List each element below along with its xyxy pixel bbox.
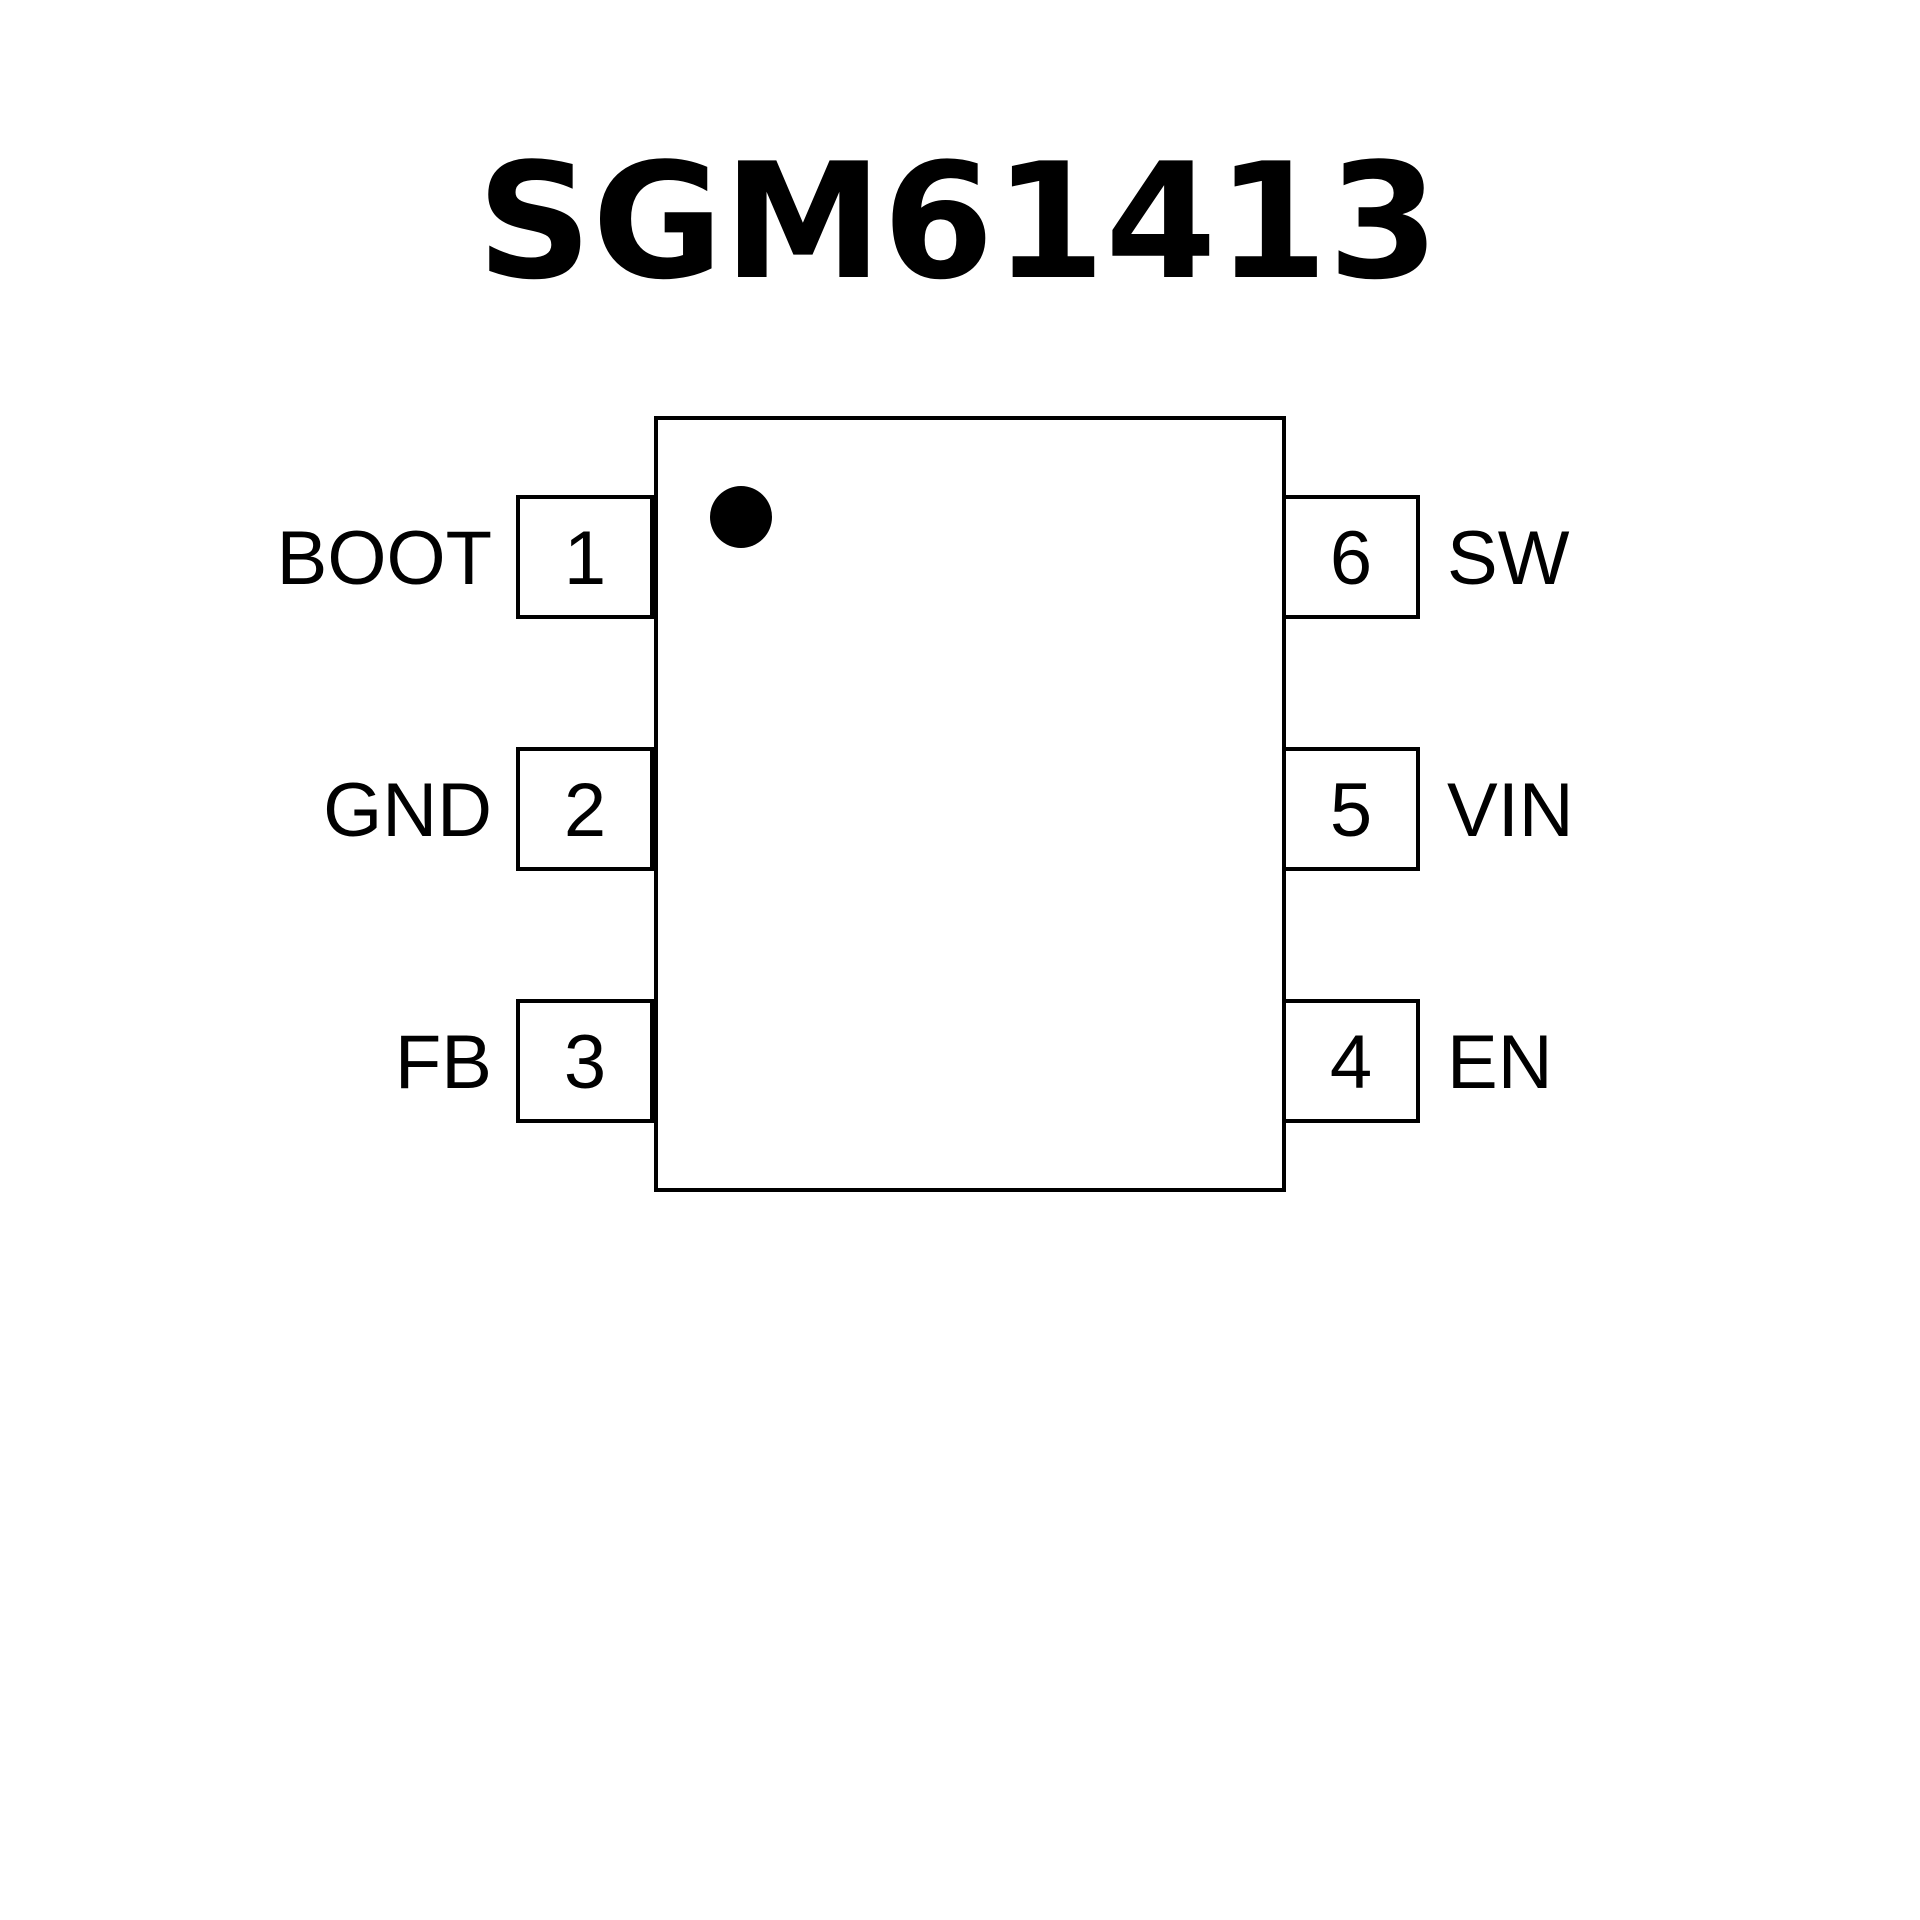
- pin-1-number: 1: [564, 516, 606, 601]
- pin-2-name: GND: [323, 768, 492, 853]
- pin-1-pad: [516, 495, 654, 619]
- pin-4-pad: [1282, 999, 1420, 1123]
- pin-1-name: BOOT: [277, 516, 492, 601]
- pin-2-number: 2: [564, 768, 606, 853]
- pin-6-name: SW: [1447, 516, 1570, 601]
- pin-5-name: VIN: [1447, 768, 1574, 853]
- pin-5-pad: [1282, 747, 1420, 871]
- pins-group: 1 BOOT 2 GND 3 FB 6 SW 5 VIN 4 EN: [277, 495, 1574, 1123]
- pin-2-pad: [516, 747, 654, 871]
- pin-5-number: 5: [1330, 768, 1372, 853]
- pin-4-number: 4: [1330, 1020, 1372, 1105]
- pin-3-pad: [516, 999, 654, 1123]
- pin-6-pad: [1282, 495, 1420, 619]
- pin1-indicator-dot: [710, 486, 772, 548]
- pin-4-name: EN: [1447, 1020, 1553, 1105]
- pin-3-number: 3: [564, 1020, 606, 1105]
- chip-title: SGM61413: [477, 128, 1439, 315]
- pin-6-number: 6: [1330, 516, 1372, 601]
- pin-3-name: FB: [395, 1020, 492, 1105]
